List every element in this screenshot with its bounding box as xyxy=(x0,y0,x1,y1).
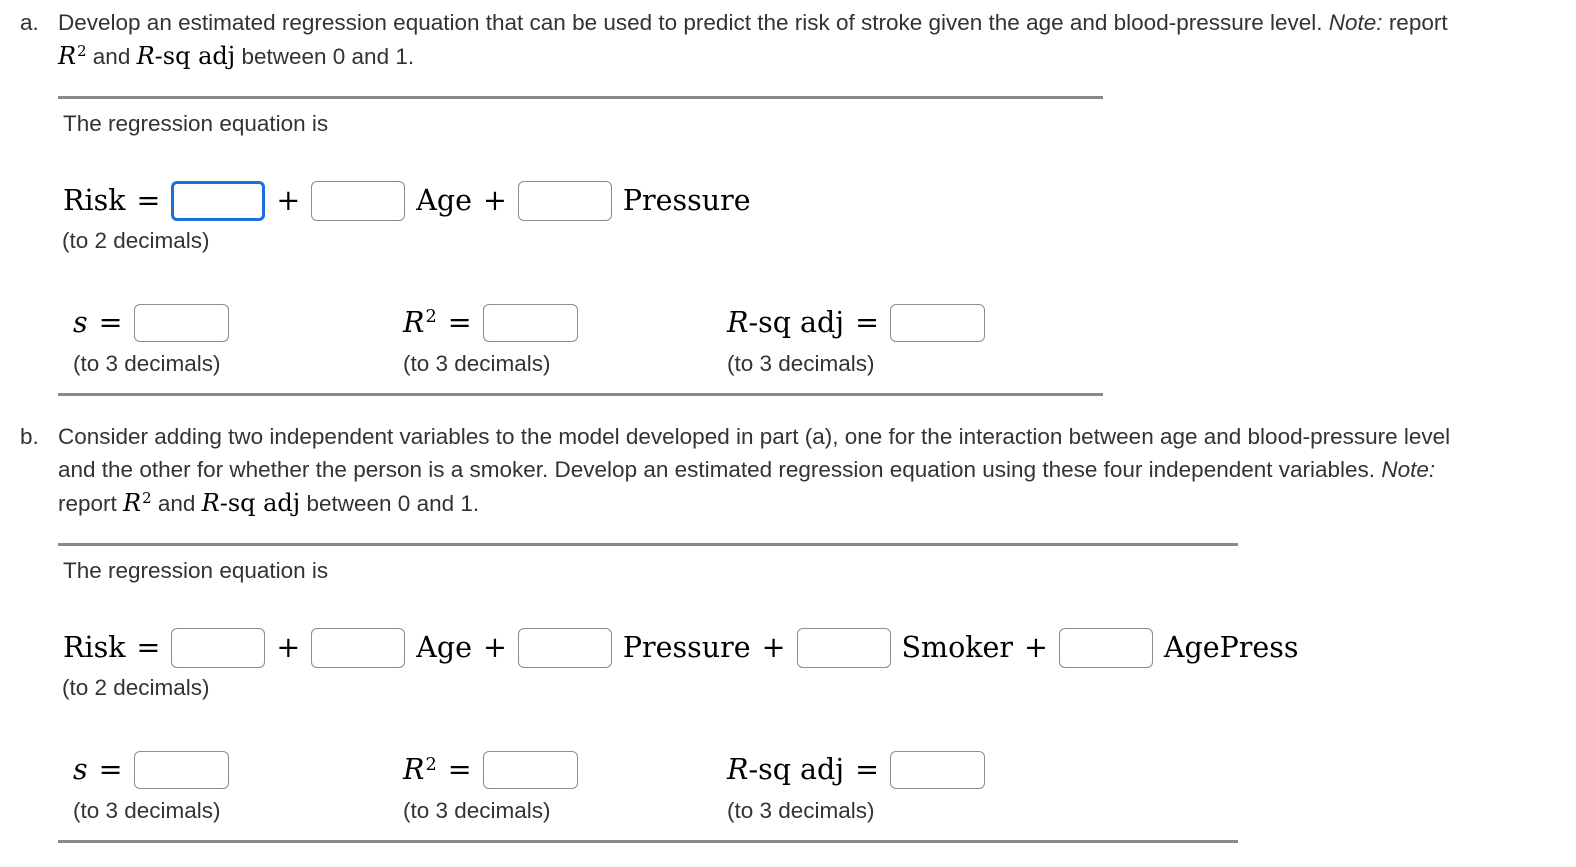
section-divider xyxy=(58,839,1238,843)
stats-row-a: s = (to 3 decimals) R2 = (to 3 decimals) xyxy=(58,303,1576,377)
r-sq-adj-stat-column: R-sq adj = (to 3 decimals) xyxy=(727,750,985,824)
r-squared-symbol: R2 xyxy=(123,488,152,517)
r-sq-adj-symbol: R-sq adj xyxy=(136,41,236,70)
equals-sign: = xyxy=(447,753,472,787)
prompt-text: and xyxy=(86,43,137,69)
equals-sign: = xyxy=(98,306,123,339)
b-pressure-coefficient-input[interactable] xyxy=(517,627,612,668)
plus-sign: + xyxy=(482,631,507,665)
section-divider xyxy=(58,95,1103,99)
b-r-sq-adj-input[interactable] xyxy=(890,750,985,789)
plus-sign: + xyxy=(276,184,301,217)
r-sq-adj-symbol: R-sq adj xyxy=(201,489,301,517)
three-decimals-hint: (to 3 decimals) xyxy=(73,350,221,376)
r-squared-symbol: R2 xyxy=(58,41,87,70)
equals-sign: = xyxy=(855,306,879,339)
part-b-prompt: Consider adding two independent variable… xyxy=(58,420,1458,521)
b-intercept-input[interactable] xyxy=(171,627,266,668)
term-label-pressure: Pressure xyxy=(622,631,751,665)
equals-sign: = xyxy=(136,631,161,665)
two-decimals-hint: (to 2 decimals) xyxy=(62,227,210,253)
s-symbol: s xyxy=(73,753,88,787)
a-r-squared-input[interactable] xyxy=(482,303,578,342)
plus-sign: + xyxy=(1023,631,1048,665)
equals-sign: = xyxy=(447,306,472,339)
note-label: Note: xyxy=(1328,10,1383,35)
three-decimals-hint: (to 3 decimals) xyxy=(727,350,875,376)
regression-equation-b: Risk = + Age + Pressure + Smoker + AgePr… xyxy=(63,627,1576,668)
two-decimals-hint: (to 2 decimals) xyxy=(62,674,210,700)
s-symbol: s xyxy=(73,306,88,339)
part-a: a. Develop an estimated regression equat… xyxy=(20,6,1576,396)
b-smoker-coefficient-input[interactable] xyxy=(796,627,891,668)
prompt-text: and xyxy=(151,491,202,516)
term-label-age: Age xyxy=(416,631,472,665)
prompt-text: report xyxy=(1382,10,1448,35)
part-b: b. Consider adding two independent varia… xyxy=(20,420,1576,843)
section-divider xyxy=(58,392,1103,396)
prompt-text: between 0 and 1. xyxy=(235,43,415,69)
prompt-text: between 0 and 1. xyxy=(300,491,480,516)
prompt-text: report xyxy=(58,491,124,516)
three-decimals-hint: (to 3 decimals) xyxy=(727,797,875,823)
answer-panel-b: The regression equation is Risk = + Age … xyxy=(58,542,1576,843)
prompt-text: Develop an estimated regression equation… xyxy=(58,10,1329,35)
equation-lhs: Risk xyxy=(63,184,126,217)
term-label-smoker: Smoker xyxy=(901,631,1013,665)
r-squared-symbol: R2 xyxy=(403,306,437,339)
equals-sign: = xyxy=(98,753,123,787)
b-age-coefficient-input[interactable] xyxy=(311,627,406,668)
a-age-coefficient-input[interactable] xyxy=(311,180,406,221)
part-a-body: Develop an estimated regression equation… xyxy=(58,6,1576,396)
equals-sign: = xyxy=(136,184,161,217)
term-label-agepress: AgePress xyxy=(1163,631,1299,665)
b-r-squared-input[interactable] xyxy=(482,750,578,789)
plus-sign: + xyxy=(276,631,301,665)
term-label-pressure: Pressure xyxy=(622,184,751,217)
s-stat-column: s = (to 3 decimals) xyxy=(58,303,403,377)
stats-row-b: s = (to 3 decimals) R2 = (to 3 decimals) xyxy=(58,750,1576,824)
part-a-prompt: Develop an estimated regression equation… xyxy=(58,6,1458,74)
part-b-body: Consider adding two independent variable… xyxy=(58,420,1576,843)
regression-equation-heading-b: The regression equation is xyxy=(63,557,329,583)
plus-sign: + xyxy=(761,631,786,665)
a-r-sq-adj-input[interactable] xyxy=(890,303,985,342)
plus-sign: + xyxy=(482,184,507,217)
regression-equation-heading-a: The regression equation is xyxy=(63,110,329,136)
three-decimals-hint: (to 3 decimals) xyxy=(403,350,551,376)
three-decimals-hint: (to 3 decimals) xyxy=(403,797,551,823)
regression-equation-a: Risk = + Age + Pressure xyxy=(63,180,1576,221)
r-squared-stat-column: R2 = (to 3 decimals) xyxy=(403,750,727,824)
answer-panel-a: The regression equation is Risk = + Age … xyxy=(58,95,1576,396)
s-stat-column: s = (to 3 decimals) xyxy=(58,750,403,824)
equation-lhs: Risk xyxy=(63,631,126,665)
a-intercept-input[interactable] xyxy=(171,180,266,221)
term-label-age: Age xyxy=(416,184,472,217)
r-sq-adj-symbol: R-sq adj xyxy=(727,753,845,787)
prompt-text: Consider adding two independent variable… xyxy=(58,423,1451,483)
r-squared-stat-column: R2 = (to 3 decimals) xyxy=(403,303,727,377)
r-squared-symbol: R2 xyxy=(403,753,437,787)
section-divider xyxy=(58,542,1238,546)
note-label: Note: xyxy=(1381,457,1436,483)
a-s-input[interactable] xyxy=(133,303,229,342)
part-a-marker: a. xyxy=(20,10,39,35)
stroke-regression-question: a. Develop an estimated regression equat… xyxy=(20,6,1576,843)
part-b-marker: b. xyxy=(20,423,39,449)
equals-sign: = xyxy=(855,753,879,787)
r-sq-adj-stat-column: R-sq adj = (to 3 decimals) xyxy=(727,303,985,377)
three-decimals-hint: (to 3 decimals) xyxy=(73,797,221,823)
b-s-input[interactable] xyxy=(133,750,229,789)
r-sq-adj-symbol: R-sq adj xyxy=(727,306,845,339)
b-agepress-coefficient-input[interactable] xyxy=(1058,627,1153,668)
a-pressure-coefficient-input[interactable] xyxy=(517,180,612,221)
